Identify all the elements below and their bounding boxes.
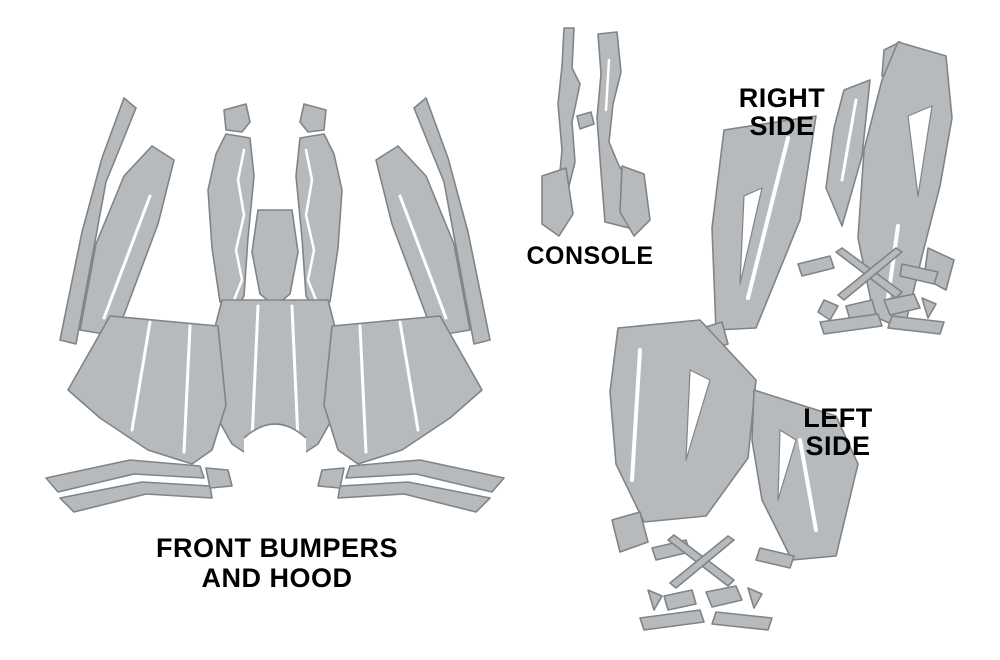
- decal-piece: [358, 324, 368, 454]
- right-side-label: RIGHT SIDE: [739, 84, 826, 140]
- decal-piece: [207, 133, 255, 313]
- console-label-line1: CONSOLE: [526, 242, 654, 270]
- decal-piece: [619, 165, 651, 237]
- front-bumpers-hood-graphic: [45, 97, 505, 513]
- decal-piece: [669, 535, 735, 589]
- console-label: CONSOLE: [526, 243, 653, 269]
- right-side-label-line1: RIGHT: [738, 83, 826, 113]
- decal-piece: [817, 299, 839, 321]
- right-side-label-line2: SIDE: [749, 111, 815, 141]
- decal-piece: [798, 438, 818, 532]
- decal-piece: [611, 511, 649, 553]
- decal-piece: [899, 263, 939, 285]
- decal-piece: [337, 481, 491, 513]
- decal-piece: [797, 255, 835, 277]
- decal-piece: [251, 209, 299, 307]
- decal-piece: [685, 369, 711, 461]
- decal-piece: [345, 459, 505, 493]
- decal-piece: [663, 589, 697, 611]
- decal-piece: [59, 97, 137, 345]
- decal-piece: [413, 97, 491, 345]
- decal-piece: [79, 145, 175, 337]
- decal-piece: [747, 587, 763, 609]
- decal-piece: [639, 609, 705, 631]
- decal-piece: [755, 547, 795, 569]
- left-side-label-line1: LEFT: [803, 403, 873, 433]
- front-label-line2: AND HOOD: [201, 563, 353, 593]
- decal-piece: [777, 429, 797, 501]
- decal-piece: [923, 247, 955, 291]
- decal-piece: [630, 348, 642, 482]
- decal-piece: [746, 136, 790, 300]
- decal-piece: [840, 98, 858, 182]
- decal-piece: [244, 424, 306, 458]
- left-side-label-line2: SIDE: [805, 431, 871, 461]
- decal-piece: [290, 304, 300, 442]
- decal-piece: [375, 145, 471, 337]
- decal-piece: [604, 58, 611, 112]
- decal-piece: [711, 611, 773, 631]
- decal-piece: [45, 459, 205, 493]
- decal-piece: [59, 481, 213, 513]
- decal-piece: [304, 148, 318, 302]
- decal-piece: [711, 115, 817, 331]
- decal-piece: [182, 324, 192, 454]
- decal-piece: [398, 194, 448, 320]
- decal-piece: [609, 319, 757, 523]
- decal-piece: [317, 467, 345, 489]
- decal-piece: [647, 589, 663, 611]
- decal-piece: [857, 41, 953, 331]
- decal-piece: [883, 293, 921, 316]
- decal-piece: [232, 148, 246, 302]
- front-bumpers-hood-label: FRONT BUMPERS AND HOOD: [156, 533, 398, 593]
- left-side-label: LEFT SIDE: [803, 404, 873, 460]
- decal-piece: [398, 320, 420, 432]
- decal-piece: [250, 304, 260, 442]
- decal-piece: [921, 297, 937, 319]
- decal-piece: [887, 315, 945, 335]
- decal-piece: [557, 27, 581, 199]
- decal-piece: [295, 133, 343, 313]
- front-label-line1: FRONT BUMPERS: [156, 533, 398, 563]
- console-graphic: [541, 27, 651, 237]
- decal-piece: [907, 105, 933, 197]
- decal-piece: [102, 194, 152, 320]
- decal-piece: [205, 467, 233, 489]
- decal-piece: [837, 247, 903, 301]
- decal-piece: [739, 187, 763, 285]
- decal-piece: [299, 103, 327, 133]
- decal-piece: [223, 103, 251, 133]
- decal-piece: [705, 585, 743, 608]
- left-side-graphic: [609, 319, 859, 631]
- decal-piece: [819, 313, 883, 335]
- right-side-graphic: [711, 41, 955, 335]
- decal-piece: [576, 111, 595, 130]
- decal-piece: [130, 320, 152, 432]
- decal-piece: [541, 167, 574, 237]
- decal-piece: [243, 423, 307, 439]
